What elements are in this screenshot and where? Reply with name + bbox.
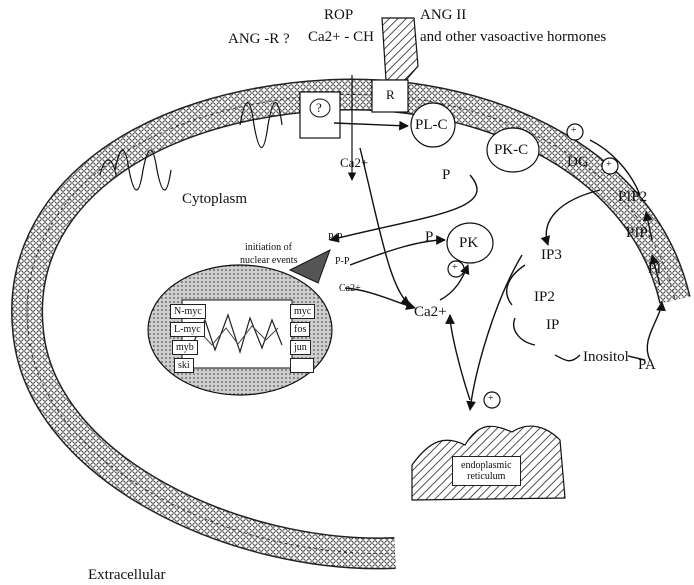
ip3-label: IP3 <box>541 248 562 263</box>
er-label-line2: reticulum <box>461 471 512 482</box>
er-label-line1: endoplasmic <box>461 460 512 471</box>
plus-pip: + <box>606 160 612 170</box>
ang-ii-label: ANG II <box>420 8 466 23</box>
gene-box-myb: myb <box>172 340 198 355</box>
gene-box-myc: myc <box>290 304 315 319</box>
ip-label: IP <box>546 318 559 333</box>
unknown-receptor-label: ? <box>316 101 322 114</box>
gene-box-jun: jun <box>290 340 311 355</box>
calcium-label-nucleus: Ca2+ <box>339 284 361 294</box>
dg-label: DG <box>567 155 589 170</box>
receptor-label: R <box>386 88 395 101</box>
plus-er: + <box>488 394 494 404</box>
gene-box-ski: ski <box>174 358 194 373</box>
plus-pkc: + <box>571 126 577 136</box>
gene-box-empty <box>290 358 314 373</box>
er-label: endoplasmic reticulum <box>452 456 521 486</box>
pkc-label: PK-C <box>494 143 528 158</box>
ip2-label: IP2 <box>534 290 555 305</box>
ca-channel-label: Ca2+ - CH <box>308 30 374 45</box>
ang-receptor-label: ANG -R ? <box>228 32 290 47</box>
plc-label: PL-C <box>415 118 448 133</box>
pk-label: PK <box>459 236 478 251</box>
calcium-label-cytoplasm: Ca2+ <box>414 305 447 320</box>
phospho-pair-lower: P-P <box>335 257 349 267</box>
pa-label: PA <box>638 358 656 373</box>
phosphate-label-pk: P <box>425 230 433 245</box>
gene-box-l-myc: L-myc <box>170 322 205 337</box>
gene-box-n-myc: N-myc <box>170 304 206 319</box>
gene-box-fos: fos <box>290 322 310 337</box>
rop-label: ROP <box>324 8 353 23</box>
pip2-label: PIP2 <box>618 190 647 205</box>
extracellular-label: Extracellular <box>88 568 165 583</box>
calcium-label-membrane: Ca2+ <box>340 156 368 169</box>
pip-label: PIP <box>626 226 648 241</box>
vasoactive-label: and other vasoactive hormones <box>420 30 606 45</box>
phospho-pair-upper: P-P <box>328 233 342 243</box>
initiation-label-line1: initiation of <box>245 243 292 253</box>
plus-pk: + <box>452 263 458 273</box>
initiation-label-line2: nuclear events <box>240 256 297 266</box>
pi-label: PI <box>648 262 661 277</box>
inositol-label: Inositol <box>583 350 629 365</box>
phosphate-label-pkc: P <box>442 168 450 183</box>
cytoplasm-label: Cytoplasm <box>182 192 247 207</box>
